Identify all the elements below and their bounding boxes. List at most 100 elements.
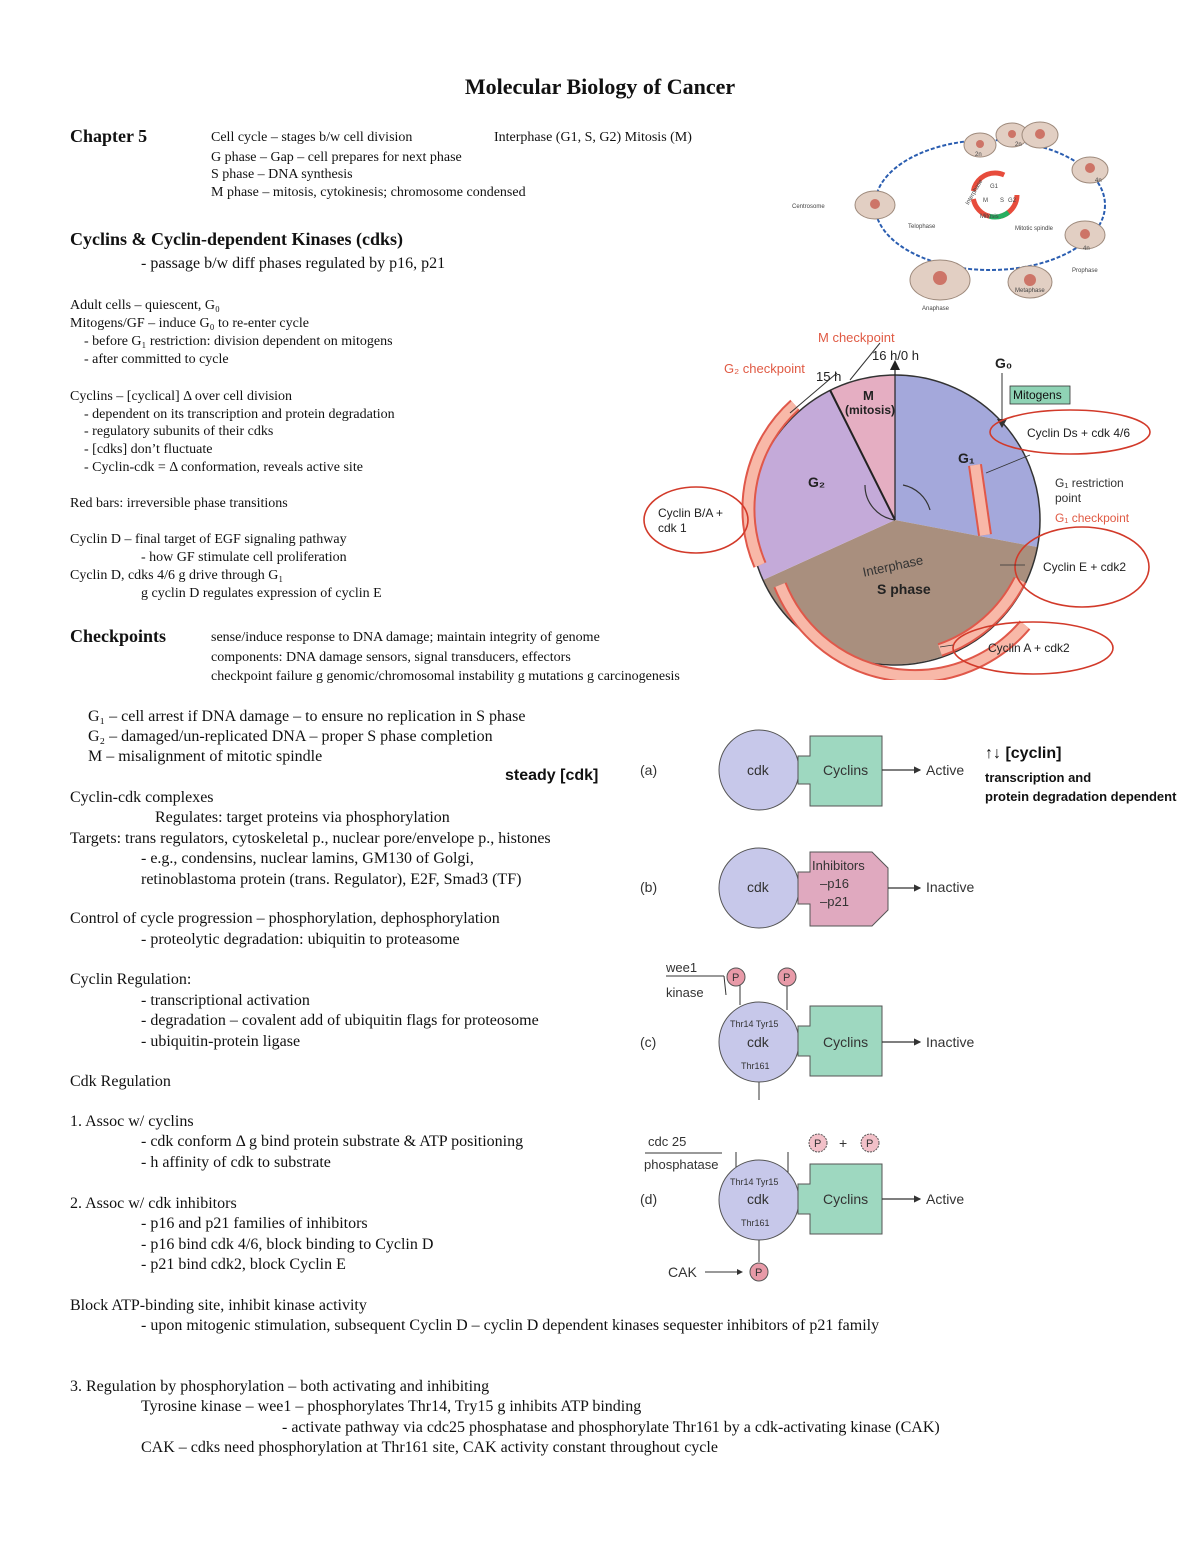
text-line: components: DNA damage sensors, signal t…: [211, 650, 571, 665]
text-line: - p16 bind cdk 4/6, block binding to Cyc…: [141, 1236, 434, 1253]
cyclins-label: Cyclins: [823, 762, 868, 778]
text-line: - how GF stimulate cell proliferation: [141, 550, 347, 565]
label-g2: G2: [1008, 198, 1017, 204]
text-line: Regulates: target proteins via phosphory…: [155, 809, 450, 826]
checkpoints-heading: Checkpoints: [70, 626, 167, 646]
text-line: Cyclin Regulation:: [70, 971, 192, 988]
text-line: - e.g., condensins, nuclear lamins, GM13…: [141, 850, 474, 867]
time-16h: 16 h/0 h: [872, 348, 919, 363]
text-line: - regulatory subunits of their cdks: [84, 424, 274, 439]
m-label: M: [863, 388, 874, 403]
thr-label: Thr14 Tyr15: [730, 1019, 778, 1029]
cyclin-ba-label: cdk 1: [658, 521, 687, 535]
g1-label: G₁: [958, 450, 975, 466]
text-line: CAK – cdks need phosphorylation at Thr16…: [141, 1439, 718, 1456]
p21-label: –p21: [820, 894, 849, 909]
text-line: Cyclin-cdk complexes: [70, 789, 214, 806]
label-centrosome: Centrosome: [792, 204, 825, 210]
text-line: Block ATP-binding site, inhibit kinase a…: [70, 1297, 367, 1314]
label-mitotic-spindle: Mitotic spindle: [1015, 226, 1054, 232]
chapter-line: G phase – Gap – cell prepares for next p…: [211, 150, 462, 165]
text-line: Cdk Regulation: [70, 1073, 171, 1090]
text-line: G₁ – cell arrest if DNA damage – to ensu…: [88, 708, 526, 725]
text-line: - Cyclin-cdk = Δ conformation, reveals a…: [84, 460, 363, 475]
chapter-line: S phase – DNA synthesis: [211, 167, 353, 182]
cyclin-ba-label: Cyclin B/A +: [658, 506, 723, 520]
phosphatase-label: phosphatase: [644, 1157, 718, 1172]
text-line: sense/induce response to DNA damage; mai…: [211, 630, 600, 645]
text-line: retinoblastoma protein (trans. Regulator…: [141, 871, 522, 888]
panel-d-label: (d): [640, 1191, 657, 1207]
text-line: Mitogens/GF – induce G₀ to re-enter cycl…: [70, 316, 309, 331]
plus-sign: +: [839, 1135, 847, 1151]
text-line: - upon mitogenic stimulation, subsequent…: [141, 1317, 880, 1334]
label-4n: 4n: [1095, 178, 1102, 184]
thr161-label: Thr161: [741, 1218, 770, 1228]
text-line: Adult cells – quiescent, G₀: [70, 298, 220, 313]
text-line: M – misalignment of mitotic spindle: [88, 748, 323, 765]
restriction-label: G₁ restriction: [1055, 476, 1124, 490]
text-line: Red bars: irreversible phase transitions: [70, 496, 288, 511]
panel-d: cdc 25 phosphatase P + P (d) Thr14 Tyr15…: [640, 1133, 964, 1282]
cyclin-note: ↑↓ [cyclin]: [985, 745, 1062, 762]
panel-b-label: (b): [640, 879, 657, 895]
text-line: 3. Regulation by phosphorylation – both …: [70, 1378, 490, 1395]
cdk-label: cdk: [747, 879, 770, 895]
label-2n: 2n: [975, 152, 982, 158]
text-line: - activate pathway via cdc25 phosphatase…: [282, 1419, 940, 1436]
text-line: - degradation – covalent add of ubiquiti…: [141, 1012, 539, 1029]
m-checkpoint: M checkpoint: [818, 330, 895, 345]
panel-b: (b) cdk Inhibitors –p16 –p21 Inactive: [640, 847, 974, 929]
panel-c-label: (c): [640, 1034, 656, 1050]
label-metaphase: Metaphase: [1015, 288, 1045, 294]
phosphate-p: P: [866, 1138, 873, 1150]
cak-label: CAK: [668, 1264, 697, 1280]
label-4n: 4n: [1083, 246, 1090, 252]
text-line: 1. Assoc w/ cyclins: [70, 1113, 194, 1130]
text-line: - p16 and p21 families of inhibitors: [141, 1215, 368, 1232]
restriction-label: point: [1055, 491, 1082, 505]
inactive-label: Inactive: [926, 1034, 974, 1050]
checkpoint-cycle-figure: M checkpoint G₂ checkpoint 16 h/0 h 15 h…: [643, 330, 1151, 680]
label-2n: 2n: [1015, 142, 1022, 148]
active-label: Active: [926, 1191, 964, 1207]
phosphate-p: P: [755, 1267, 762, 1279]
chapter-heading: Chapter 5: [70, 126, 148, 146]
thr161-label: Thr161: [741, 1061, 770, 1071]
cyclin-e-label: Cyclin E + cdk2: [1043, 560, 1126, 574]
kinase-label: kinase: [666, 985, 704, 1000]
cyclin-note-line: protein degradation dependent: [985, 789, 1177, 804]
text-line: Cyclin D – final target of EGF signaling…: [70, 532, 347, 547]
active-label: Active: [926, 762, 964, 778]
thr-label: Thr14 Tyr15: [730, 1177, 778, 1187]
panel-c: wee1 kinase P P (c) Thr14 Tyr15 cdk Thr1…: [640, 960, 974, 1100]
cdk-label: cdk: [747, 762, 770, 778]
phosphate-p: P: [814, 1138, 821, 1150]
label-g1: G1: [990, 184, 999, 190]
text-line: - h affinity of cdk to substrate: [141, 1154, 331, 1171]
text-line: Control of cycle progression – phosphory…: [70, 910, 500, 927]
chapter-line: M phase – mitosis, cytokinesis; chromoso…: [211, 185, 526, 200]
page-title: Molecular Biology of Cancer: [464, 74, 736, 99]
g1-checkpoint: G₁ checkpoint: [1055, 511, 1130, 525]
chapter-line: Cell cycle – stages b/w cell division: [211, 130, 413, 145]
label-mitosis: Mitosis: [980, 214, 999, 220]
phosphate-p: P: [783, 972, 790, 984]
p16-label: –p16: [820, 876, 849, 891]
mitosis-label: (mitosis): [845, 403, 895, 417]
cyclins-sub: - passage b/w diff phases regulated by p…: [141, 255, 446, 272]
cdk-regulation-figure: (a) cdk Cyclins Active (b) cdk Inhibitor…: [640, 729, 974, 1282]
cyclins-heading: Cyclins & Cyclin-dependent Kinases (cdks…: [70, 229, 404, 249]
text-line: checkpoint failure g genomic/chromosomal…: [211, 669, 680, 684]
text-line: G₂ – damaged/un-replicated DNA – proper …: [88, 728, 493, 745]
time-15h: 15 h: [816, 369, 841, 384]
text-line: - ubiquitin-protein ligase: [141, 1033, 301, 1050]
cell-cycle-ring-figure: Centrosome Telophase Mitotic spindle Pro…: [792, 121, 1109, 312]
text-line: - p21 bind cdk2, block Cyclin E: [141, 1256, 346, 1273]
cyclin-d-label: Cyclin Ds + cdk 4/6: [1027, 426, 1130, 440]
label-s: S: [1000, 198, 1004, 204]
s-phase-label: S phase: [877, 581, 931, 597]
label-telophase: Telophase: [908, 224, 936, 230]
interphase-note: Interphase (G1, S, G2) Mitosis (M): [494, 130, 692, 145]
text-line: Targets: trans regulators, cytoskeletal …: [70, 830, 551, 847]
